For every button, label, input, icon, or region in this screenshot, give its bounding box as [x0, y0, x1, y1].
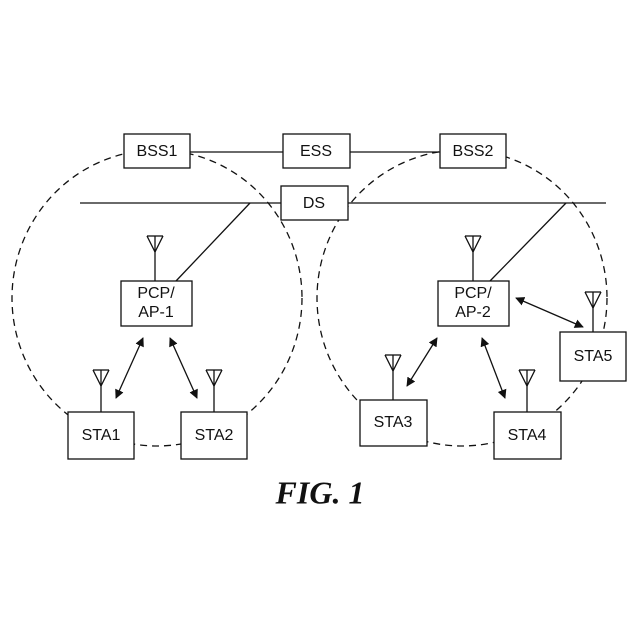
ap1-uplink [176, 203, 250, 281]
ess-label: ESS [300, 143, 332, 160]
ap2-sta5-arrow [516, 298, 583, 327]
pcp-ap1-label-line1: PCP/ [137, 285, 175, 302]
sta2-antenna-icon [206, 370, 222, 412]
pcp-ap2-label-line2: AP-2 [455, 304, 491, 321]
bss2-label: BSS2 [453, 143, 494, 160]
sta5-label: STA5 [574, 348, 613, 365]
ap1-sta1-arrow [116, 338, 143, 398]
sta4-label: STA4 [508, 427, 547, 444]
ap1-antenna-icon [147, 236, 163, 281]
sta3-antenna-icon [385, 355, 401, 400]
pcp-ap2-label-line1: PCP/ [454, 285, 492, 302]
figure-caption: FIG. 1 [275, 474, 365, 510]
ap2-antenna-icon [465, 236, 481, 281]
ap2-sta4-arrow [482, 338, 505, 398]
ds-label: DS [303, 195, 325, 212]
sta1-label: STA1 [82, 427, 121, 444]
ap1-sta2-arrow [170, 338, 197, 398]
sta2-label: STA2 [195, 427, 234, 444]
ap2-sta3-arrow [407, 338, 437, 386]
ap2-uplink [490, 203, 566, 281]
pcp-ap1-label-line2: AP-1 [138, 304, 174, 321]
sta4-antenna-icon [519, 370, 535, 412]
sta3-label: STA3 [374, 414, 413, 431]
sta5-antenna-icon [585, 292, 601, 332]
bss1-label: BSS1 [137, 143, 178, 160]
sta1-antenna-icon [93, 370, 109, 412]
